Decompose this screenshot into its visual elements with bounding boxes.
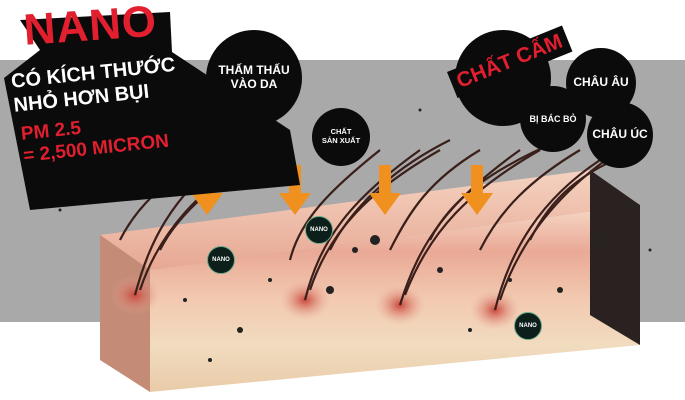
skin-top-surface [100, 170, 640, 270]
down-arrow-icon [279, 165, 311, 215]
nano-particle-label: NANO [310, 226, 328, 233]
nano-particle: NANO [305, 216, 333, 244]
bubble-australia: CHÂU ÚC [587, 102, 653, 168]
bubble-text: SẢN XUẤT [321, 136, 361, 145]
nano-particle: NANO [207, 246, 235, 274]
skin-side-face [590, 170, 640, 345]
dust-particles [58, 108, 652, 362]
nano-particle-label: NANO [519, 322, 537, 329]
bubble-text: VÀO DA [230, 77, 278, 91]
hair-strands [119, 138, 641, 311]
bubble-text: CHÂU ÚC [592, 127, 648, 142]
bubble-text: CHÂU ÂU [573, 75, 629, 90]
down-arrow-icon [369, 165, 401, 215]
bubble-rejected: BỊ BÁC BỎ [520, 86, 586, 152]
nano-title: NANO [22, 0, 159, 55]
nano-particle-label: NANO [212, 256, 230, 263]
nano-particle: NANO [514, 312, 542, 340]
skin-left-face [100, 235, 150, 392]
down-arrow-icon [461, 165, 493, 215]
bubble-text: BỊ BÁC BỎ [529, 113, 577, 124]
bubble-text: THẤM THẤU [218, 63, 290, 78]
bubble-text: CHẤT [330, 127, 352, 137]
headline-black-blob [4, 12, 300, 210]
